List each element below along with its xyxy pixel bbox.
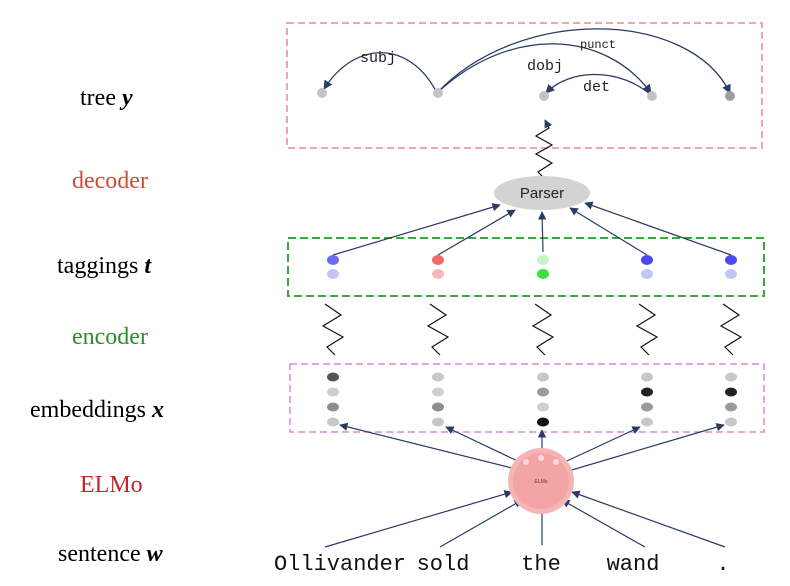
arc-punct bbox=[436, 28, 731, 94]
embedding-dot bbox=[641, 402, 653, 412]
embedding-dot bbox=[537, 387, 549, 397]
tree-node bbox=[647, 91, 657, 101]
embedding-dot bbox=[725, 387, 737, 397]
embedding-dot bbox=[327, 417, 339, 427]
parser-node bbox=[494, 176, 590, 210]
dependency-tree: subj dobj det punct bbox=[317, 28, 735, 101]
row-label-decoder: decoder bbox=[72, 168, 148, 194]
tag-to-parser-arrow bbox=[437, 209, 516, 256]
embedding-dot bbox=[537, 372, 549, 382]
embedding-dot bbox=[725, 372, 737, 382]
tag-to-parser-arrow bbox=[537, 211, 547, 253]
tagging-dot bbox=[432, 255, 444, 265]
word-to-elmo-arrow bbox=[561, 499, 646, 548]
tree-node bbox=[433, 88, 443, 98]
sentence-words: Ollivander sold the wand . bbox=[274, 552, 730, 577]
taggings-box bbox=[287, 237, 765, 297]
tag-to-parser-arrow bbox=[569, 207, 648, 256]
row-label-sentence: sentence w bbox=[58, 541, 164, 567]
arc-label-punct: punct bbox=[580, 38, 616, 52]
arc-det bbox=[545, 73, 652, 96]
tree-node bbox=[539, 91, 549, 101]
encoder-zigzag bbox=[426, 303, 450, 356]
encoder-zigzag bbox=[719, 303, 743, 356]
arc-label-subj: subj bbox=[360, 50, 396, 67]
encoder-zigzags bbox=[321, 303, 743, 356]
tagging-dots bbox=[327, 255, 737, 279]
embedding-dot bbox=[432, 417, 444, 427]
elmo-label: ELMo bbox=[534, 479, 547, 485]
encoder-zigzag bbox=[531, 303, 555, 356]
arc-label-det: det bbox=[583, 79, 610, 96]
row-labels: tree y decoder taggings t encoder embedd… bbox=[30, 85, 164, 567]
word-to-elmo-arrow bbox=[439, 499, 523, 548]
embedding-dot bbox=[327, 402, 339, 412]
elmo-to-embedding-arrow bbox=[339, 422, 521, 471]
parser-output-zigzag bbox=[534, 119, 554, 179]
word-token: wand bbox=[607, 552, 660, 577]
embedding-dot bbox=[641, 387, 653, 397]
embedding-dot bbox=[725, 417, 737, 427]
word-token: Ollivander bbox=[274, 552, 406, 577]
elmo-to-embedding-arrow bbox=[564, 423, 725, 473]
word-token: . bbox=[716, 552, 729, 577]
tagging-dot bbox=[537, 269, 549, 279]
elmo-to-embedding-arrow bbox=[555, 426, 641, 467]
tagging-dot bbox=[641, 269, 653, 279]
tagging-dot bbox=[725, 269, 737, 279]
row-label-embeddings: embeddings x bbox=[30, 397, 164, 423]
tree-node bbox=[317, 88, 327, 98]
embedding-dot bbox=[537, 402, 549, 412]
word-to-elmo-arrow bbox=[571, 490, 726, 548]
embedding-dot bbox=[641, 372, 653, 382]
tagging-dot bbox=[725, 255, 737, 265]
tagging-dot bbox=[327, 255, 339, 265]
word-token: sold bbox=[417, 552, 470, 577]
embedding-dots bbox=[327, 372, 737, 427]
tag-to-parser-arrow bbox=[332, 203, 501, 256]
embedding-dot bbox=[432, 372, 444, 382]
row-label-tree: tree y bbox=[80, 85, 133, 111]
tag-to-parser-arrow bbox=[584, 201, 732, 256]
embedding-dot bbox=[432, 387, 444, 397]
arc-subj bbox=[323, 52, 438, 94]
encoder-zigzag bbox=[321, 303, 345, 356]
row-label-encoder: encoder bbox=[72, 324, 148, 350]
encoder-zigzag bbox=[635, 303, 659, 356]
embedding-dot bbox=[327, 372, 339, 382]
arc-dobj bbox=[436, 43, 652, 94]
embedding-dot bbox=[432, 402, 444, 412]
embedding-dot bbox=[641, 417, 653, 427]
elmo-node: ELMo bbox=[508, 448, 574, 514]
tagging-dot bbox=[432, 269, 444, 279]
tree-box bbox=[286, 22, 763, 149]
elmo-to-embedding-arrow bbox=[445, 426, 529, 467]
tagging-dot bbox=[641, 255, 653, 265]
word-token: the bbox=[521, 552, 561, 577]
tree-node bbox=[725, 91, 735, 101]
arc-label-dobj: dobj bbox=[527, 58, 563, 75]
row-label-elmo: ELMo bbox=[80, 472, 143, 498]
embedding-dot bbox=[537, 417, 549, 427]
parser-label: Parser bbox=[520, 185, 564, 202]
row-label-taggings: taggings t bbox=[57, 253, 152, 279]
embeddings-box bbox=[289, 363, 765, 433]
embedding-dot bbox=[725, 402, 737, 412]
embedding-dot bbox=[327, 387, 339, 397]
tagging-dot bbox=[537, 255, 549, 265]
word-to-elmo-arrow bbox=[324, 490, 513, 548]
tagging-dot bbox=[327, 269, 339, 279]
